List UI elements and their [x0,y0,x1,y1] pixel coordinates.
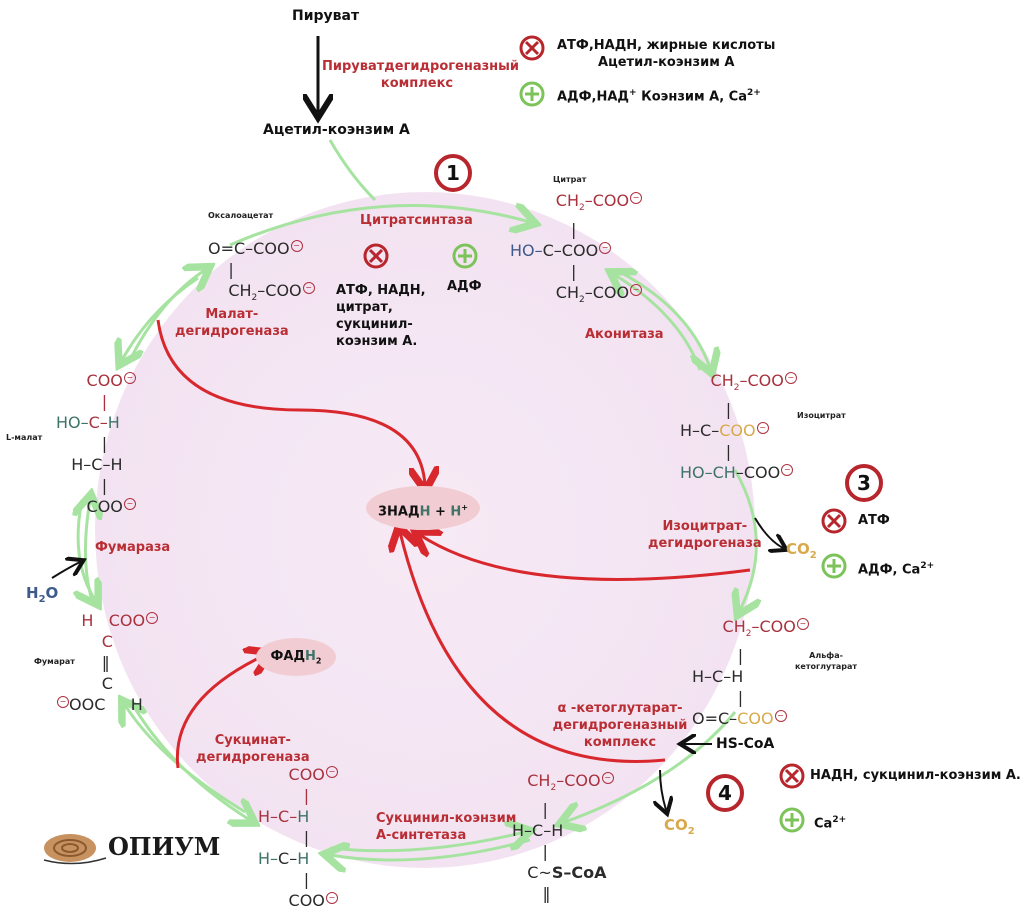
malate-structure: COO− | HO–C–H | H–C–H | COO− [56,370,136,517]
nadh-arrow-malate-dh [156,319,425,485]
sdh-label-2: дегидрогеназа [196,750,310,765]
fumarase-label: Фумараза [95,540,171,555]
isocitrate-structure: CH2–COO− | H–C–COO− | HO–CH–COO− [680,370,797,483]
step-4-badge: 4 [706,774,744,812]
akgdh-activators: Са2+ [814,815,847,832]
arrow-succinate-to-succinylcoa [329,832,525,853]
akg-structure: CH2–COO− | H–C–H | O=C–COO− [692,616,809,729]
mdh-label-2: дегидрогеназа [175,324,289,339]
oxaloacetate-structure: O=C–COO− | CH2–COO− [208,238,315,309]
pdh-inhibitors-line1: АТФ,НАДН, жирные кислоты [557,38,776,53]
arrow-akg-to-succinylcoa [565,711,737,822]
akgdh-label-3: комплекс [583,735,657,750]
cs-activator: АДФ [447,279,482,294]
logo-text: ОПИУМ [108,832,221,861]
nadh-arrow-isocitrate-dh [420,535,751,581]
krebs-cycle-diagram: Пируват Пируватдегидрогеназный комплекс … [6,8,1024,910]
arrow-succinylcoa-to-succinate [330,838,531,860]
akgdh-label-2: дегидрогеназный [552,718,688,733]
pyruvate-label: Пируват [292,8,360,24]
citrate-structure: CH2–COO− | HO–C–COO− | CH2–COO− [510,190,643,311]
co2-arrow-4 [660,769,666,810]
inhibitor-icon [363,243,389,269]
cs-inhibitor-1: АТФ, НАДН, [336,283,426,298]
akgdh-label-1: α -кетоглутарат- [557,701,683,716]
icdh-inhibitor: АТФ [858,513,890,528]
malate-label: L-малат [6,433,43,442]
cycle-graphics [51,36,1024,884]
acetyl-coa-label: Ацетил-коэнзим А [263,122,410,138]
activator-icon [779,807,805,833]
pdh-inhibitors-line2: Ацетил-коэнзим А [598,55,735,70]
activator-icon [519,81,545,107]
arrow-oaa-to-citrate [229,206,530,247]
cs-inhibitor-4: коэнзим А. [336,334,418,349]
akg-label-1: Альфа- [809,651,843,660]
co2-label-3: CO2 [786,540,817,561]
scs-label-1: Сукцинил-коэнзим [376,811,517,826]
citrate-synthase-label: Цитратсинтаза [360,213,473,228]
akg-label-2: кетоглутарат [795,662,858,671]
akgdh-inhibitors: НАДН, сукцинил-коэнзим А. [810,768,1021,783]
activator-icon [821,553,847,579]
icdh-activators: АДФ, Са2+ [858,561,935,578]
step-3-badge: 3 [845,464,883,502]
arrow-isocitrate-to-citrate [615,275,702,371]
step-1-badge: 1 [434,154,472,192]
arrow-isocitrate-to-akg [735,469,756,610]
water-label: H2O [26,584,59,605]
scs-label-2: А-синтетаза [376,828,467,843]
arrow-fumarate-to-succinate [128,699,250,820]
arrow-oaa-to-malate [122,276,199,360]
co2-label-4: CO2 [664,816,695,837]
succinyl-coa-structure: CH2–COO− | H–C–H | C~S–CoA ‖ [512,770,614,904]
fumarate-structure: H COO− C ‖ C −OOC H [56,610,159,715]
isocitrate-label: Изоцитрат [797,411,846,420]
inhibitor-icon [779,763,805,789]
cs-inhibitor-2: цитрат, [336,300,393,315]
acetyl-entry-arrow [328,139,377,202]
oxaloacetate-label: Оксалоацетат [208,211,274,220]
icdh-label-1: Изоцитрат- [662,519,748,534]
succinate-structure: COO− | H–C–H | H–C–H | COO− [258,764,338,911]
pdh-activators: АДФ,НАД+ Коэнзим А, Са2+ [557,88,761,105]
pdh-enzyme-line2: комплекс [380,76,454,91]
arrow-fumarate-to-malate [85,500,92,601]
cs-inhibitor-3: сукцинил- [336,317,413,332]
inhibitor-icon [821,508,847,534]
mdh-label-1: Малат- [205,307,259,322]
icdh-label-2: дегидрогеназа [648,536,762,551]
co2-arrow-3 [754,517,783,548]
snail-logo-icon [43,834,107,865]
sdh-label-1: Сукцинат- [214,733,291,748]
hscoa-label: HS-CoA [716,736,775,752]
inhibitor-icon [519,35,545,61]
citrate-label: Цитрат [553,175,587,184]
nadh-arrow-akg-dh [400,532,666,763]
fumarate-label: Фумарат [34,657,75,666]
fadh-arrow-succinate-dh [175,655,265,769]
fadh2-product: ФАДН2 [256,638,336,676]
h2o-arrow [51,562,80,579]
pdh-enzyme-line1: Пируватдегидрогеназный [322,59,520,74]
aconitase-label: Аконитаза [585,327,664,342]
nadh-product: 3НАДН + Н+ [366,486,480,530]
activator-icon [452,243,478,269]
